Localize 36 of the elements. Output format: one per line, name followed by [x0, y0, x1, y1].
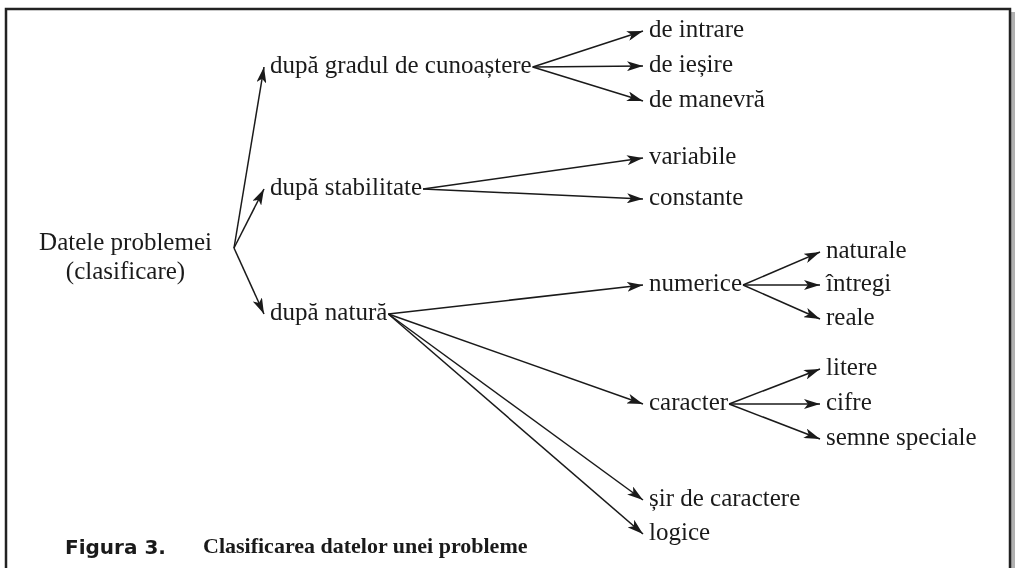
category-text: după stabilitate: [270, 172, 423, 202]
category-text: după gradul de cunoaștere: [270, 50, 532, 80]
category-text: de intrare: [649, 14, 745, 44]
category-text: după natură: [270, 297, 388, 327]
category-text: semne speciale: [826, 422, 977, 452]
category-text: variabile: [649, 141, 737, 171]
arrow: [728, 403, 821, 440]
arrow: [233, 188, 265, 249]
category-text: cifre: [826, 387, 872, 417]
category-text: de manevră: [649, 84, 765, 114]
arrow: [531, 66, 644, 102]
arrow: [233, 66, 267, 249]
figure-number: Figura 3.: [65, 535, 166, 559]
arrow: [531, 61, 644, 72]
caption: Clasificarea datelor unei probleme: [203, 533, 528, 559]
arrow: [387, 281, 644, 315]
category-text: șir de caractere: [649, 483, 801, 513]
root-text: Datele problemei (clasificare): [18, 228, 233, 286]
arrow: [742, 251, 821, 286]
arrow: [387, 313, 644, 405]
arrow: [742, 284, 821, 320]
category-text: de ieșire: [649, 49, 733, 79]
category-text: constante: [649, 182, 744, 212]
arrow: [233, 247, 265, 315]
category-text: reale: [826, 302, 875, 332]
category-text: naturale: [826, 235, 907, 265]
category-text: numerice: [649, 268, 742, 298]
category-text: logice: [649, 517, 711, 547]
category-text: caracter: [649, 387, 729, 417]
category-text: litere: [826, 352, 878, 382]
arrow: [387, 313, 644, 535]
arrow: [422, 188, 644, 204]
arrow: [728, 399, 821, 409]
arrow: [728, 368, 821, 405]
category-text: întregi: [826, 268, 892, 298]
arrow: [742, 280, 821, 290]
